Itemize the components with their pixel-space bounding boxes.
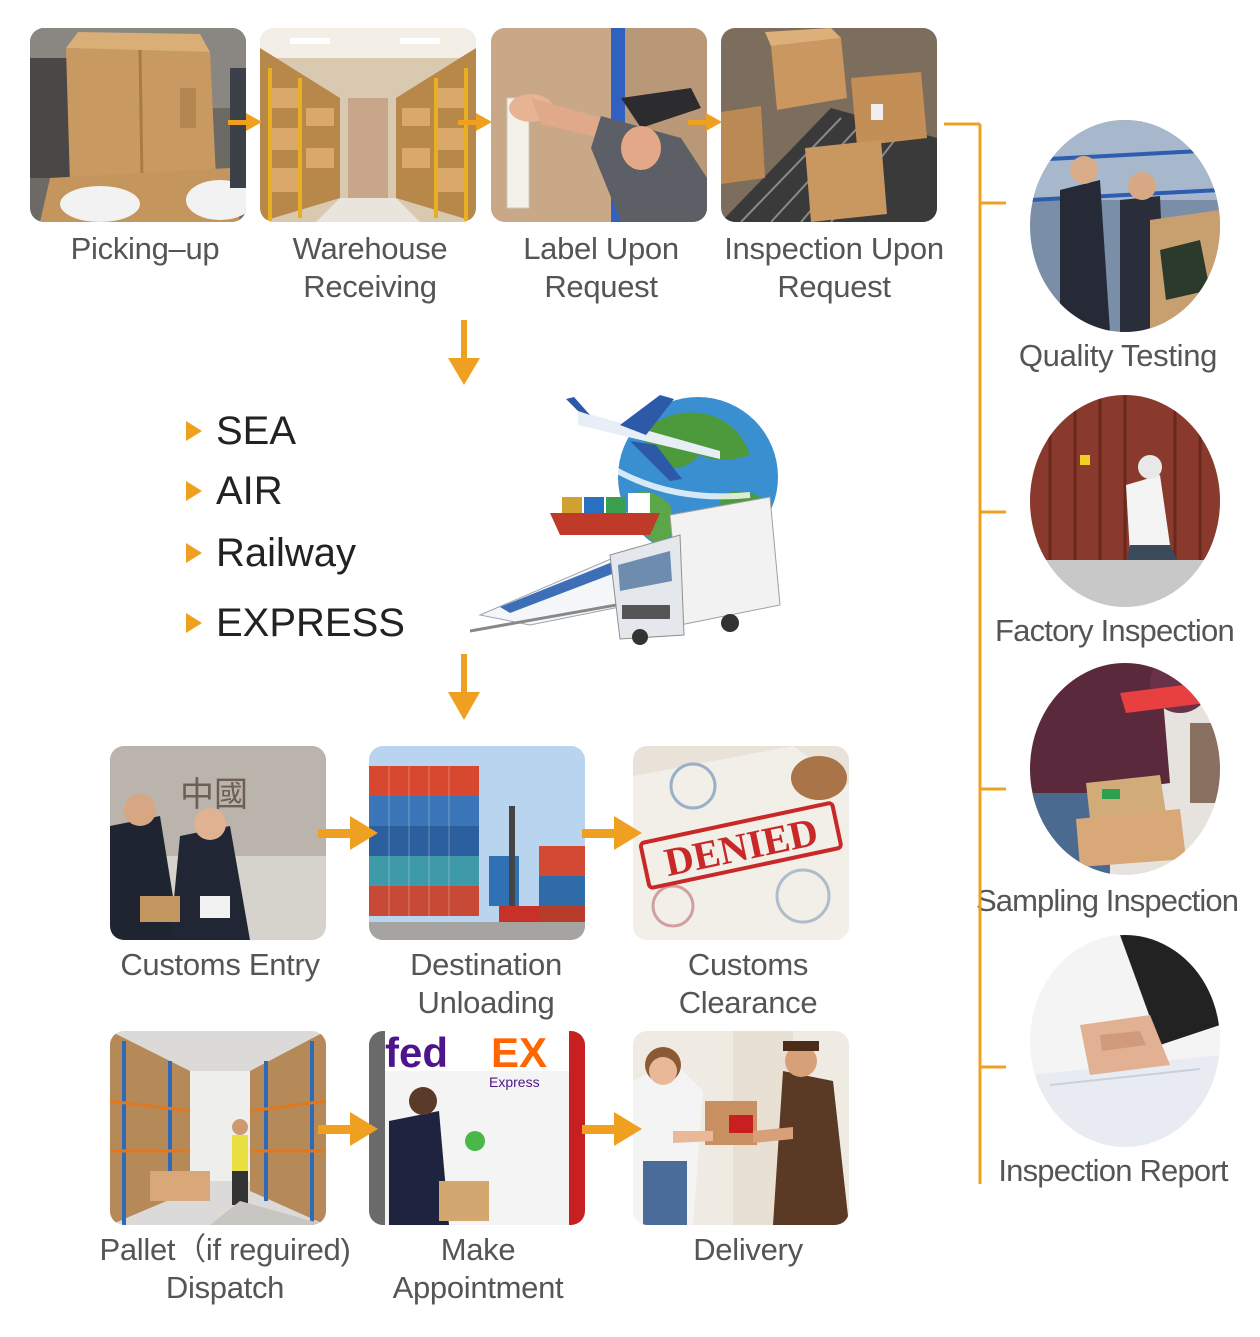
transport-mode-air: AIR: [186, 466, 283, 516]
transport-illustration: [470, 395, 781, 645]
label-line: Warehouse: [292, 231, 448, 266]
sampling-inspection-photo: [1030, 663, 1220, 875]
label-line: Make: [440, 1232, 516, 1267]
label-line: Unloading: [417, 985, 555, 1020]
label-line: Clearance: [678, 985, 818, 1020]
step-label-delivery: Delivery: [628, 1231, 868, 1269]
step-label-warehouse-receiving: Warehouse Receiving: [255, 230, 485, 306]
step-label-customs-clearance: Customs Clearance: [628, 946, 868, 1022]
train-icon: [470, 554, 651, 633]
pallet-dispatch-photo: [110, 1031, 326, 1225]
label-line: Inspection Upon: [724, 231, 944, 266]
step-label-pallet-dispatch: Pallet（if reguired) Dispatch: [90, 1231, 360, 1307]
transport-mode-label: EXPRESS: [216, 600, 405, 645]
label-upon-request-photo: [491, 28, 707, 222]
inspection-label-sampling-inspection: Sampling Inspection: [976, 883, 1239, 918]
truck-icon: [609, 496, 781, 645]
factory-inspection-photo: [1030, 395, 1220, 607]
transport-mode-express: EXPRESS: [186, 598, 405, 648]
svg-text:中國: 中國: [180, 775, 248, 815]
transport-mode-label: SEA: [216, 408, 297, 453]
bullet-triangle-icon: [186, 481, 202, 501]
bullet-triangle-icon: [186, 543, 202, 563]
step-label-customs-entry: Customs Entry: [100, 946, 340, 984]
cargo-ship-icon: [550, 493, 660, 535]
label-line: Customs: [687, 947, 809, 982]
fedex-logo-right: EX: [491, 1031, 547, 1076]
delivery-photo: [633, 1031, 849, 1225]
label-line: Appointment: [392, 1270, 564, 1305]
warehouse-receiving-photo: [260, 28, 476, 222]
step-label-picking-up: Picking–up: [30, 230, 260, 268]
customs-clearance-photo: DENIED: [633, 746, 849, 940]
label-line: Dispatch: [165, 1270, 285, 1305]
label-line: Picking–up: [70, 231, 220, 266]
fedex-logo-left: fed: [385, 1031, 448, 1076]
label-line: Delivery: [693, 1232, 803, 1267]
inspection-report-photo: [1030, 935, 1220, 1147]
step-label-destination-unloading: Destination Unloading: [366, 946, 606, 1022]
bullet-triangle-icon: [186, 421, 202, 441]
destination-unloading-photo: [369, 746, 585, 940]
label-line: Customs Entry: [120, 947, 320, 982]
fedex-express-text: Express: [489, 1074, 540, 1090]
step-label-inspection-upon-request: Inspection Upon Request: [710, 230, 958, 306]
customs-entry-photo: 中國: [110, 746, 326, 940]
arrow-down-icon: [448, 654, 480, 720]
inspection-label-quality-testing: Quality Testing: [1018, 338, 1218, 373]
transport-mode-sea: SEA: [186, 406, 296, 456]
label-line: Receiving: [303, 269, 437, 304]
label-line: Destination: [410, 947, 562, 982]
quality-testing-photo: [1030, 120, 1220, 332]
inspection-label-inspection-report: Inspection Report: [998, 1153, 1228, 1188]
inspection-upon-request-photo: [721, 28, 937, 222]
label-line: Request: [777, 269, 891, 304]
transport-mode-label: Railway: [216, 530, 357, 575]
label-line: Request: [544, 269, 658, 304]
label-line: Label Upon: [523, 231, 679, 266]
transport-mode-label: AIR: [216, 468, 283, 513]
airplane-icon: [566, 395, 720, 481]
step-label-make-appointment: Make Appointment: [358, 1231, 598, 1307]
label-line: Pallet（if reguired): [99, 1232, 351, 1267]
step-label-label-upon-request: Label Upon Request: [486, 230, 716, 306]
arrow-down-icon: [448, 320, 480, 385]
transport-mode-railway: Railway: [186, 528, 356, 578]
picking-up-photo: [30, 28, 246, 222]
make-appointment-photo: fed EX Express: [369, 1031, 585, 1225]
bullet-triangle-icon: [186, 613, 202, 633]
inspection-label-factory-inspection: Factory Inspection: [995, 613, 1235, 648]
